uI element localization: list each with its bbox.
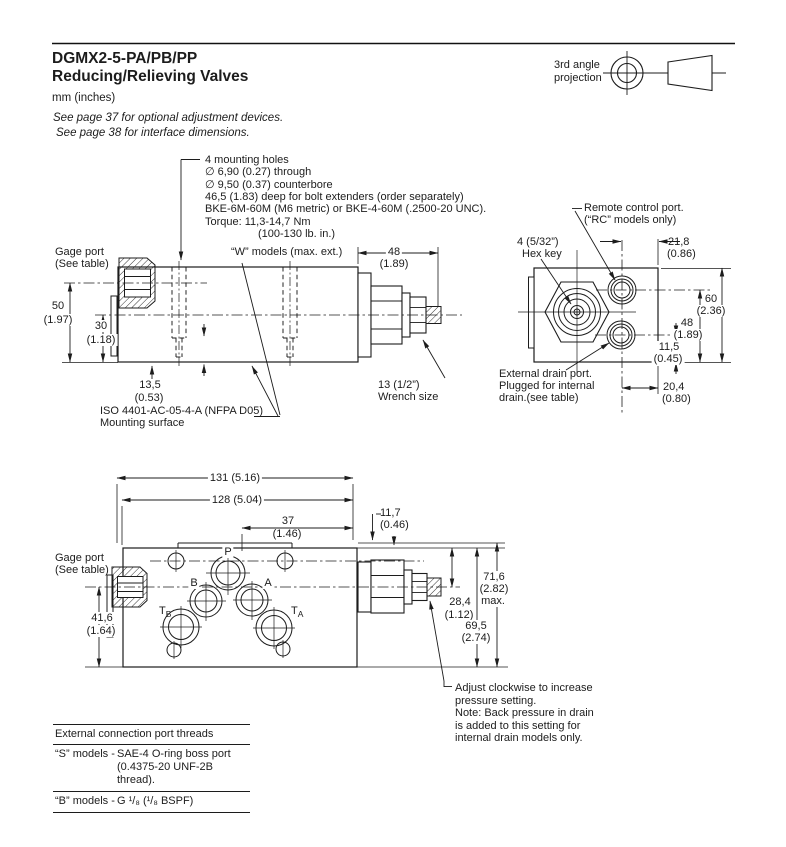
table-row: “S” models - SAE-4 O-ring boss port (0.4… [53, 745, 250, 791]
model-cell: “B” models - [55, 794, 115, 807]
bottom-view-dimensions [96, 475, 500, 668]
side-view-dimensions [62, 247, 446, 417]
bottom-view-drawing [85, 475, 508, 687]
side-gage-plate [110, 295, 118, 357]
end-view-drawing [518, 208, 731, 414]
model-cell: “S” models - [55, 747, 115, 760]
desc-cell: G ¹/₈ (¹/₈ BSPF) [117, 794, 194, 807]
bottom-view-body [122, 547, 358, 668]
side-view-mounting-holes [171, 267, 298, 358]
third-angle-projection-icon [603, 51, 726, 95]
bottom-view-ports [160, 550, 295, 659]
end-view-adjuster-hex [518, 250, 636, 374]
mounting-note-leader [178, 159, 200, 261]
end-view-body [533, 267, 659, 363]
side-view-drawing [62, 247, 462, 417]
table-header: External connection port threads [53, 725, 250, 745]
desc-cell: SAE-4 O-ring boss port (0.4375-20 UNF-2B… [117, 747, 231, 786]
table-row: “B” models - G ¹/₈ (¹/₈ BSPF) [53, 790, 250, 812]
port-threads-table: External connection port threads “S” mod… [53, 724, 250, 813]
end-view-dimensions [600, 239, 731, 394]
end-view-leaders [540, 208, 616, 371]
bottom-view-adjuster [357, 559, 442, 614]
adjust-note-leader [429, 600, 452, 687]
